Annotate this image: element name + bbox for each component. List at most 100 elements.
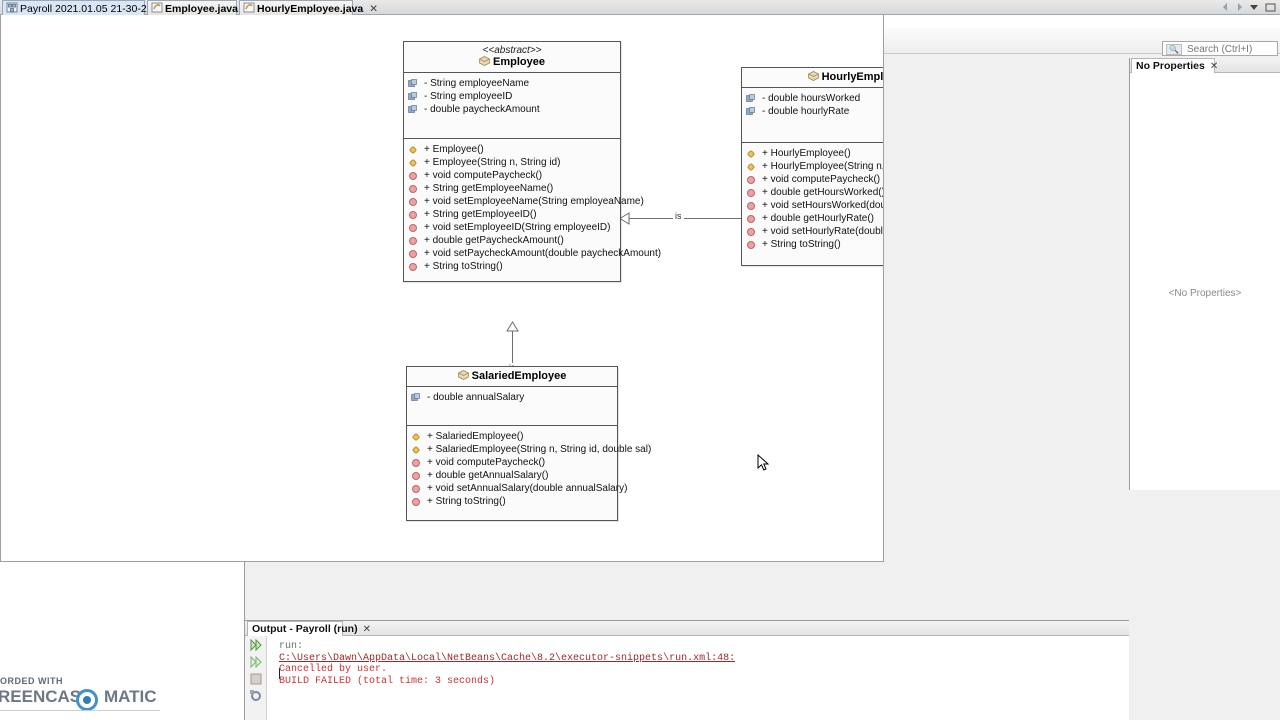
uml-operation[interactable]: + void setHourlyRate(double hourlyRate) bbox=[742, 225, 884, 238]
close-icon[interactable]: ✕ bbox=[369, 3, 379, 15]
uml-attribute[interactable]: - double hoursWorked bbox=[742, 92, 883, 105]
stop-icon[interactable] bbox=[249, 672, 263, 686]
uml-attribute-text: - double annualSalary bbox=[427, 392, 525, 403]
editor-area: Payroll 2021.01.05 21-30-25.cdg✕Employee… bbox=[0, 0, 1280, 562]
field-icon bbox=[408, 79, 418, 88]
field-icon bbox=[408, 92, 418, 101]
uml-operation[interactable]: + HourlyEmployee() bbox=[742, 147, 883, 160]
uml-operation[interactable]: + double getHoursWorked() bbox=[742, 186, 883, 199]
editor-tab[interactable]: Employee.java✕ bbox=[147, 0, 253, 15]
uml-operation[interactable]: + String toString() bbox=[407, 495, 617, 508]
method-icon bbox=[409, 172, 417, 180]
rerun-icon[interactable] bbox=[249, 638, 263, 652]
uml-diagram-canvas[interactable]: is is <<abstract>>Employee- String emplo… bbox=[0, 15, 884, 562]
output-line: Cancelled by user. bbox=[279, 664, 388, 675]
method-icon bbox=[412, 459, 420, 467]
uml-attribute[interactable]: - double annualSalary bbox=[407, 391, 617, 404]
generalization-arrowhead-hourly bbox=[619, 212, 630, 225]
uml-operations-compartment: + HourlyEmployee()+ HourlyEmployee(Strin… bbox=[742, 143, 884, 265]
uml-operation[interactable]: + Employee(String n, String id) bbox=[404, 156, 620, 169]
uml-operation-text: + String getEmployeeName() bbox=[424, 183, 554, 194]
method-icon bbox=[747, 176, 755, 184]
uml-operation[interactable]: + String getEmployeeID() bbox=[404, 208, 620, 221]
uml-attribute[interactable]: - String employeeName bbox=[404, 77, 620, 90]
uml-operation[interactable]: + double getPaycheckAmount() bbox=[404, 234, 620, 247]
uml-operation[interactable]: + String toString() bbox=[742, 238, 883, 251]
uml-operation-text: + HourlyEmployee(String n, String id, do… bbox=[762, 161, 884, 172]
uml-operation-text: + double getAnnualSalary() bbox=[427, 470, 549, 481]
uml-operation[interactable]: + String toString() bbox=[404, 260, 620, 273]
constructor-icon bbox=[411, 432, 421, 442]
method-icon bbox=[747, 215, 755, 223]
output-tabstrip: Output - Payroll (run) ✕ bbox=[245, 621, 1129, 636]
output-window: Output - Payroll (run)✕ run:C:\Users\Daw bbox=[245, 620, 1129, 720]
field-icon bbox=[411, 393, 421, 402]
uml-class-hourlyemployee[interactable]: HourlyEmployee - double hoursWorked- doub… bbox=[741, 67, 884, 266]
constructor-icon bbox=[746, 162, 756, 172]
uml-attribute[interactable]: - double paycheckAmount bbox=[404, 103, 620, 116]
mouse-cursor bbox=[757, 453, 770, 475]
field-icon bbox=[408, 105, 418, 114]
uml-operation[interactable]: + HourlyEmployee(String n, String id, do… bbox=[742, 160, 884, 173]
editor-tab-label: HourlyEmployee.java bbox=[257, 3, 364, 15]
output-gutter bbox=[245, 636, 267, 720]
uml-operation[interactable]: + void computePaycheck() bbox=[742, 173, 883, 186]
uml-attribute[interactable]: - String employeeID bbox=[404, 90, 620, 103]
uml-class-header: SalariedEmployee bbox=[407, 367, 617, 387]
output-link-line[interactable]: C:\Users\Dawn\AppData\Local\NetBeans\Cac… bbox=[279, 652, 736, 664]
uml-operation[interactable]: + double getHourlyRate() bbox=[742, 212, 883, 225]
generalization-connector-salaried[interactable] bbox=[512, 328, 513, 366]
uml-operation[interactable]: + double getAnnualSalary() bbox=[407, 469, 617, 482]
tab-list-icon[interactable] bbox=[1248, 4, 1264, 16]
close-icon[interactable]: ✕ bbox=[1209, 61, 1219, 72]
tab-output-label: Output - Payroll (run) bbox=[252, 623, 358, 635]
uml-attribute[interactable]: - double hourlyRate bbox=[742, 105, 883, 118]
screencast-o-matic-watermark: ORDED WITH REENCAST MATIC bbox=[0, 676, 180, 711]
uml-operation[interactable]: + void setPaycheckAmount(double paycheck… bbox=[404, 247, 661, 260]
uml-operation[interactable]: + void setEmployeeID(String employeeID) bbox=[404, 221, 620, 234]
uml-operation[interactable]: + void setEmployeeName(String employeaNa… bbox=[404, 195, 644, 208]
output-body[interactable]: run:C:\Users\Dawn\AppData\Local\NetBeans… bbox=[245, 636, 1129, 720]
properties-tabstrip: No Properties✕ bbox=[1130, 58, 1280, 73]
uml-attribute-text: - double paycheckAmount bbox=[424, 104, 540, 115]
search-box[interactable]: 🔍 Search (Ctrl+I) bbox=[1162, 41, 1278, 56]
uml-operation[interactable]: + SalariedEmployee() bbox=[407, 430, 617, 443]
uml-operation[interactable]: + void computePaycheck() bbox=[407, 456, 617, 469]
uml-class-header: <<abstract>>Employee bbox=[404, 42, 620, 73]
method-icon bbox=[409, 237, 417, 245]
close-icon[interactable]: ✕ bbox=[362, 624, 371, 635]
settings-icon[interactable] bbox=[249, 689, 263, 703]
output-line: BUILD FAILED (total time: 3 seconds) bbox=[279, 675, 496, 687]
uml-class-header: HourlyEmployee bbox=[742, 68, 883, 88]
uml-operation[interactable]: + void setAnnualSalary(double annualSala… bbox=[407, 482, 627, 495]
uml-operation[interactable]: + void computePaycheck() bbox=[404, 169, 620, 182]
uml-class-salariedemployee[interactable]: SalariedEmployee - double annualSalary + S… bbox=[406, 366, 651, 521]
uml-class-name: Employee bbox=[406, 56, 618, 69]
generalization-connector-hourly[interactable] bbox=[626, 218, 744, 219]
method-icon bbox=[409, 185, 417, 193]
uml-operation-text: + double getPaycheckAmount() bbox=[424, 235, 564, 246]
editor-tab[interactable]: Payroll 2021.01.05 21-30-25.cdg✕ bbox=[2, 0, 187, 15]
maximize-icon[interactable] bbox=[1264, 3, 1278, 16]
scroll-right-icon[interactable] bbox=[1234, 3, 1248, 16]
uml-operation-text: + void setHourlyRate(double hourlyRate) bbox=[762, 226, 884, 237]
uml-class-employee[interactable]: <<abstract>>Employee - String employeeNam… bbox=[403, 41, 661, 282]
tab-no-properties[interactable]: No Properties✕ bbox=[1131, 58, 1219, 73]
method-icon bbox=[409, 224, 417, 232]
watermark-circle-icon bbox=[76, 689, 98, 711]
properties-window: No Properties✕ <No Properties> bbox=[1129, 58, 1280, 490]
editor-tab-label: Payroll 2021.01.05 21-30-25.cdg bbox=[20, 3, 173, 15]
scroll-left-icon[interactable] bbox=[1220, 3, 1234, 16]
uml-operation[interactable]: + SalariedEmployee(String n, String id, … bbox=[407, 443, 651, 456]
uml-operation-text: + void setPaycheckAmount(double paycheck… bbox=[424, 248, 662, 259]
uml-operation-text: + void setAnnualSalary(double annualSala… bbox=[427, 483, 628, 494]
editor-tab[interactable]: HourlyEmployee.java ✕ bbox=[239, 0, 378, 15]
uml-operation[interactable]: + void setHoursWorked(double hoursWorked… bbox=[742, 199, 883, 212]
rerun-icon[interactable] bbox=[249, 655, 263, 669]
uml-operation[interactable]: + Employee() bbox=[404, 143, 620, 156]
watermark-main-text-2: MATIC bbox=[104, 687, 157, 706]
uml-operation[interactable]: + String getEmployeeName() bbox=[404, 182, 620, 195]
tab-output-payroll-run[interactable]: Output - Payroll (run) ✕ bbox=[247, 621, 371, 636]
constructor-icon bbox=[746, 149, 756, 159]
uml-operation-text: + Employee() bbox=[424, 144, 484, 155]
